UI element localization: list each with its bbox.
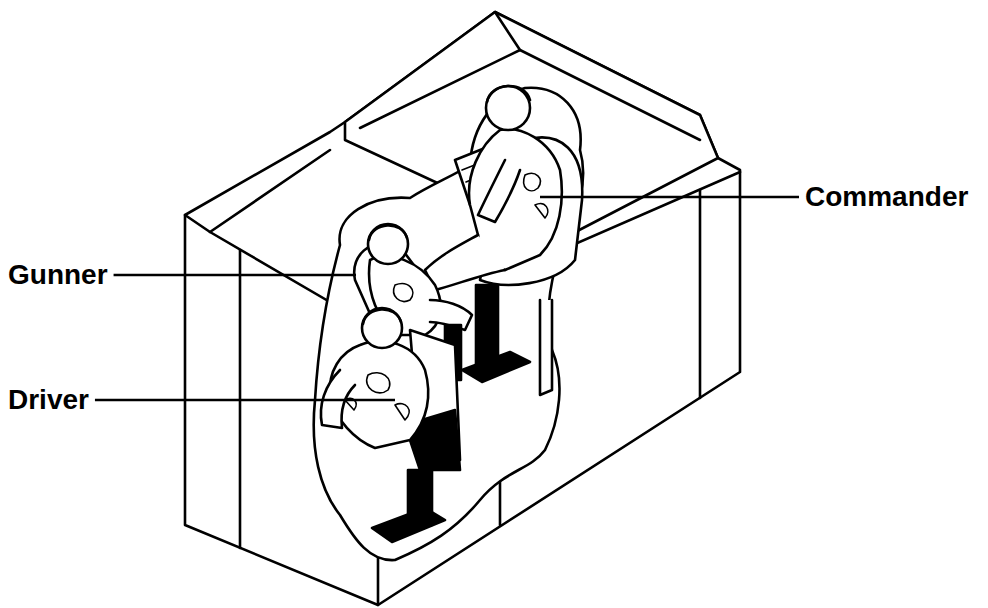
helmet — [487, 86, 530, 102]
seat-pedestal — [476, 285, 498, 365]
support-column — [540, 300, 552, 395]
deck-edge — [210, 150, 330, 232]
commander-arm — [478, 160, 520, 222]
crew-label: Gunner — [8, 259, 108, 291]
leader-line — [95, 399, 395, 402]
crew-label: Driver — [8, 384, 89, 416]
panel-line — [699, 190, 702, 398]
commander-head — [486, 86, 530, 130]
seat-base — [372, 508, 445, 542]
helmet — [369, 225, 407, 240]
housing-outline — [185, 12, 740, 605]
camouflage — [394, 284, 413, 302]
helmet — [363, 309, 401, 324]
leader-line — [114, 274, 356, 277]
driver-head — [362, 308, 402, 348]
gunner-head — [368, 224, 408, 264]
cutaway-opening — [314, 88, 584, 560]
crew-label: Commander — [805, 181, 968, 213]
commander-legs — [425, 235, 505, 290]
camouflage — [345, 373, 409, 420]
leader-line — [540, 196, 799, 199]
seat-base — [462, 352, 530, 382]
